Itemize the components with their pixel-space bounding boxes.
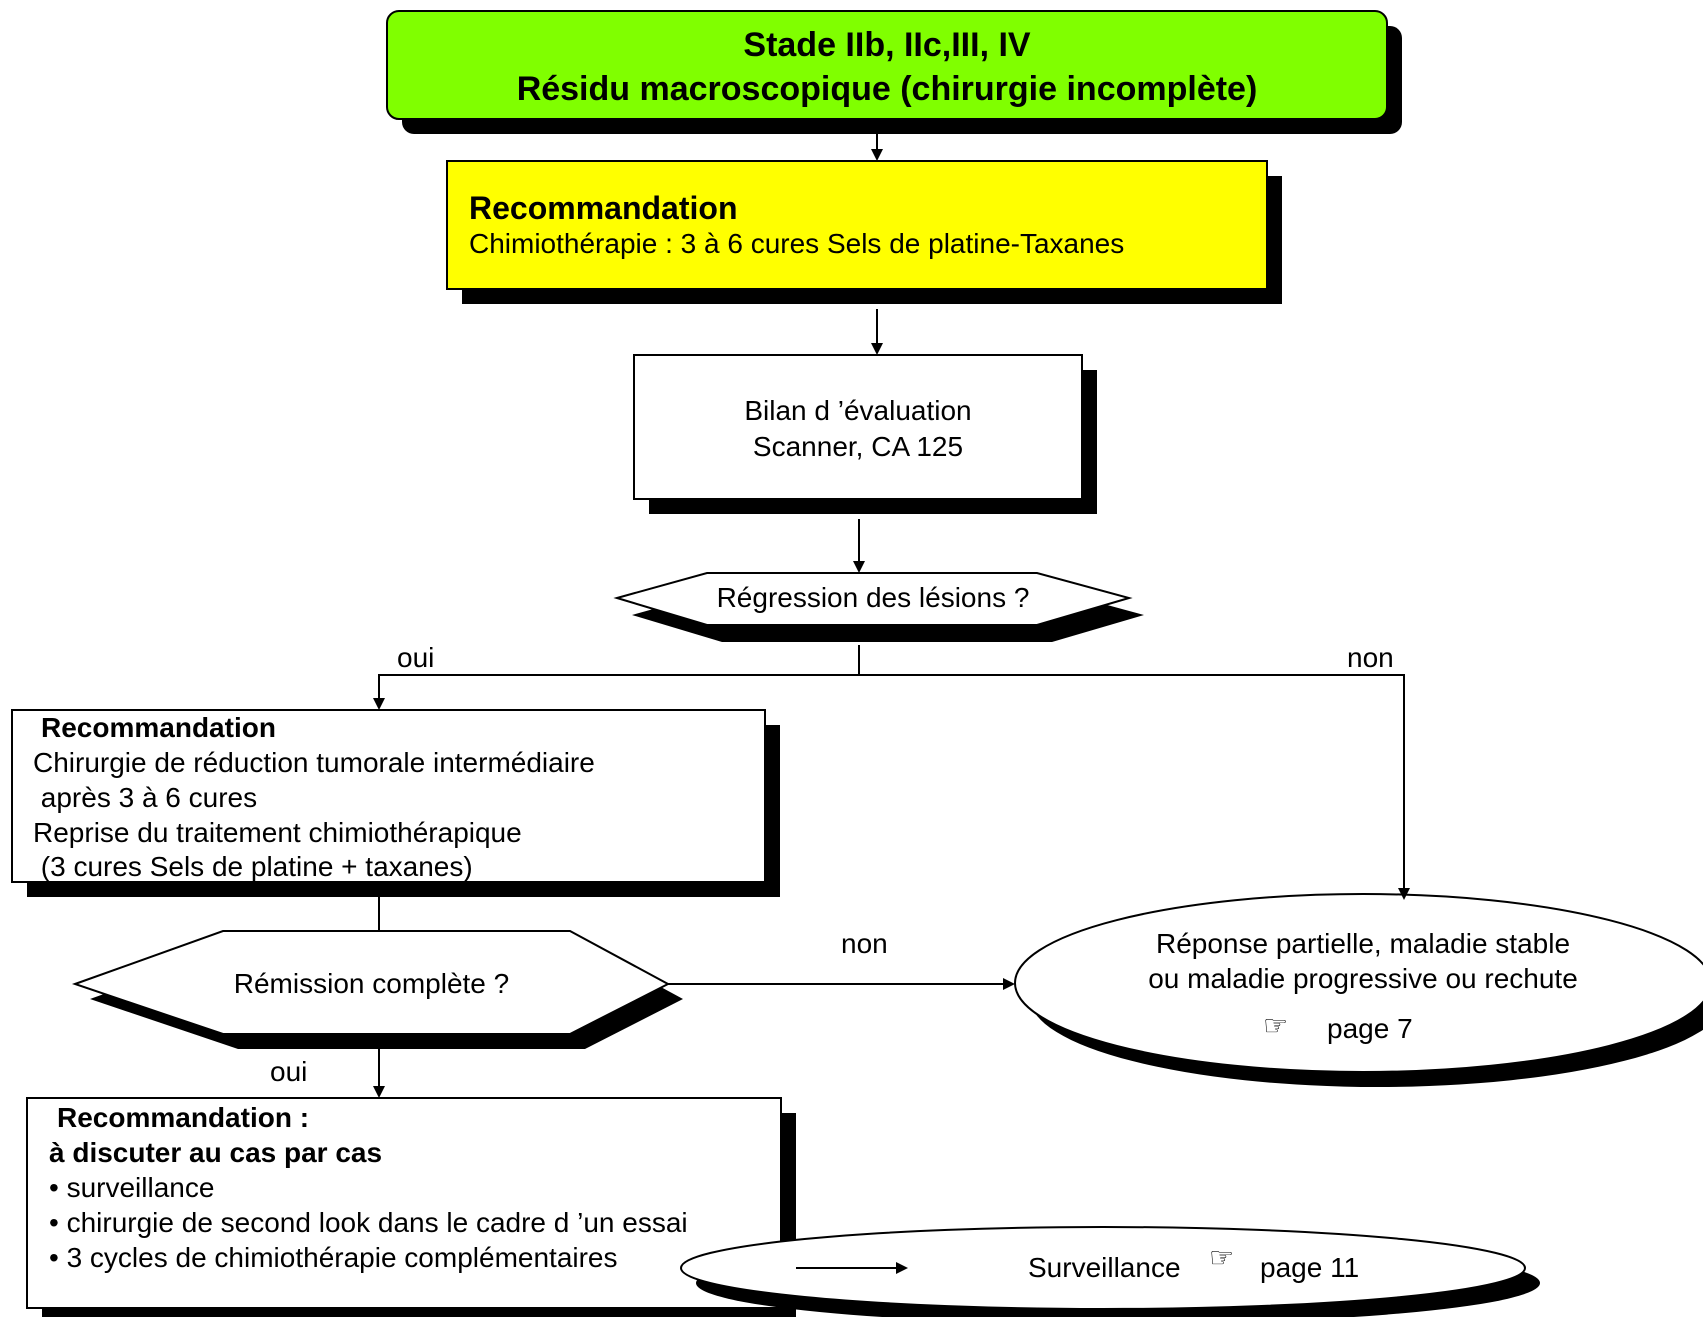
decision-2-yes-label: oui xyxy=(270,1056,308,1087)
start-box xyxy=(386,10,1402,134)
partial-response-body xyxy=(1014,893,1703,1073)
start-box-body xyxy=(386,10,1388,120)
recommendation-3-body xyxy=(26,1097,782,1309)
recommendation-1-title: Recommandation xyxy=(469,190,738,226)
partial-response-line1: Réponse partielle, maladie stable xyxy=(1155,928,1571,959)
recommendation-3-title: Recommandation : xyxy=(57,1102,310,1133)
pointing-hand-icon: ☞ xyxy=(1263,1010,1289,1041)
bilan-line1: Bilan d ’évaluation xyxy=(744,395,972,426)
recommendation-2-line: Chirurgie de réduction tumorale interméd… xyxy=(33,747,595,778)
bilan-line2: Scanner, CA 125 xyxy=(752,431,964,462)
start-title-line1: Stade IIb, IIc,III, IV xyxy=(743,26,1031,64)
decision-1-yes-label: oui xyxy=(397,642,435,673)
surveillance-label: Surveillance xyxy=(1028,1252,1181,1283)
recommendation-3-bullet: • chirurgie de second look dans le cadre… xyxy=(49,1207,688,1238)
recommendation-1-box xyxy=(446,160,1282,304)
pointing-hand-icon: ☞ xyxy=(1209,1242,1235,1273)
connectors xyxy=(373,119,1410,1274)
decision-2-shape xyxy=(71,930,683,1049)
partial-response-line2: ou maladie progressive ou rechute xyxy=(1148,963,1578,994)
decision-2-label: Rémission complète ? xyxy=(233,968,510,999)
bilan-box xyxy=(633,354,1097,514)
decision-1-shape xyxy=(613,572,1144,642)
partial-response-ellipse xyxy=(1014,893,1703,1087)
recommendation-3-bullet: • 3 cycles de chimiothérapie complémenta… xyxy=(49,1242,618,1273)
recommendation-2-line: Reprise du traitement chimiothérapique xyxy=(33,817,522,848)
surveillance-ellipse xyxy=(680,1226,1540,1317)
recommendation-2-body xyxy=(11,709,766,883)
decision-1-body xyxy=(613,572,1133,626)
decision-1-label: Régression des lésions ? xyxy=(716,582,1030,613)
start-title-line2: Résidu macroscopique (chirurgie incomplè… xyxy=(516,70,1258,108)
recommendation-3-subtitle: à discuter au cas par cas xyxy=(49,1137,383,1168)
recommendation-1-text: Chimiothérapie : 3 à 6 cures Sels de pla… xyxy=(469,228,1125,259)
recommendation-2-title: Recommandation xyxy=(41,712,276,743)
recommendation-3-box xyxy=(26,1097,796,1317)
arrow-decision1-yes xyxy=(373,674,859,710)
recommendation-3-bullet: • surveillance xyxy=(49,1172,215,1203)
surveillance-page-ref: page 11 xyxy=(1260,1252,1360,1283)
surveillance-body xyxy=(680,1226,1526,1310)
bilan-box-body xyxy=(633,354,1083,500)
recommendation-1-body xyxy=(446,160,1268,290)
partial-response-page-ref: page 7 xyxy=(1327,1013,1413,1044)
arrow-decision1-no xyxy=(859,674,1410,900)
recommendation-2-line: après 3 à 6 cures xyxy=(33,782,258,813)
decision-2-no-label: non xyxy=(841,928,888,959)
recommendation-2-line: (3 cures Sels de platine + taxanes) xyxy=(33,851,473,882)
recommendation-2-box xyxy=(11,709,780,897)
decision-1-no-label: non xyxy=(1347,642,1394,673)
